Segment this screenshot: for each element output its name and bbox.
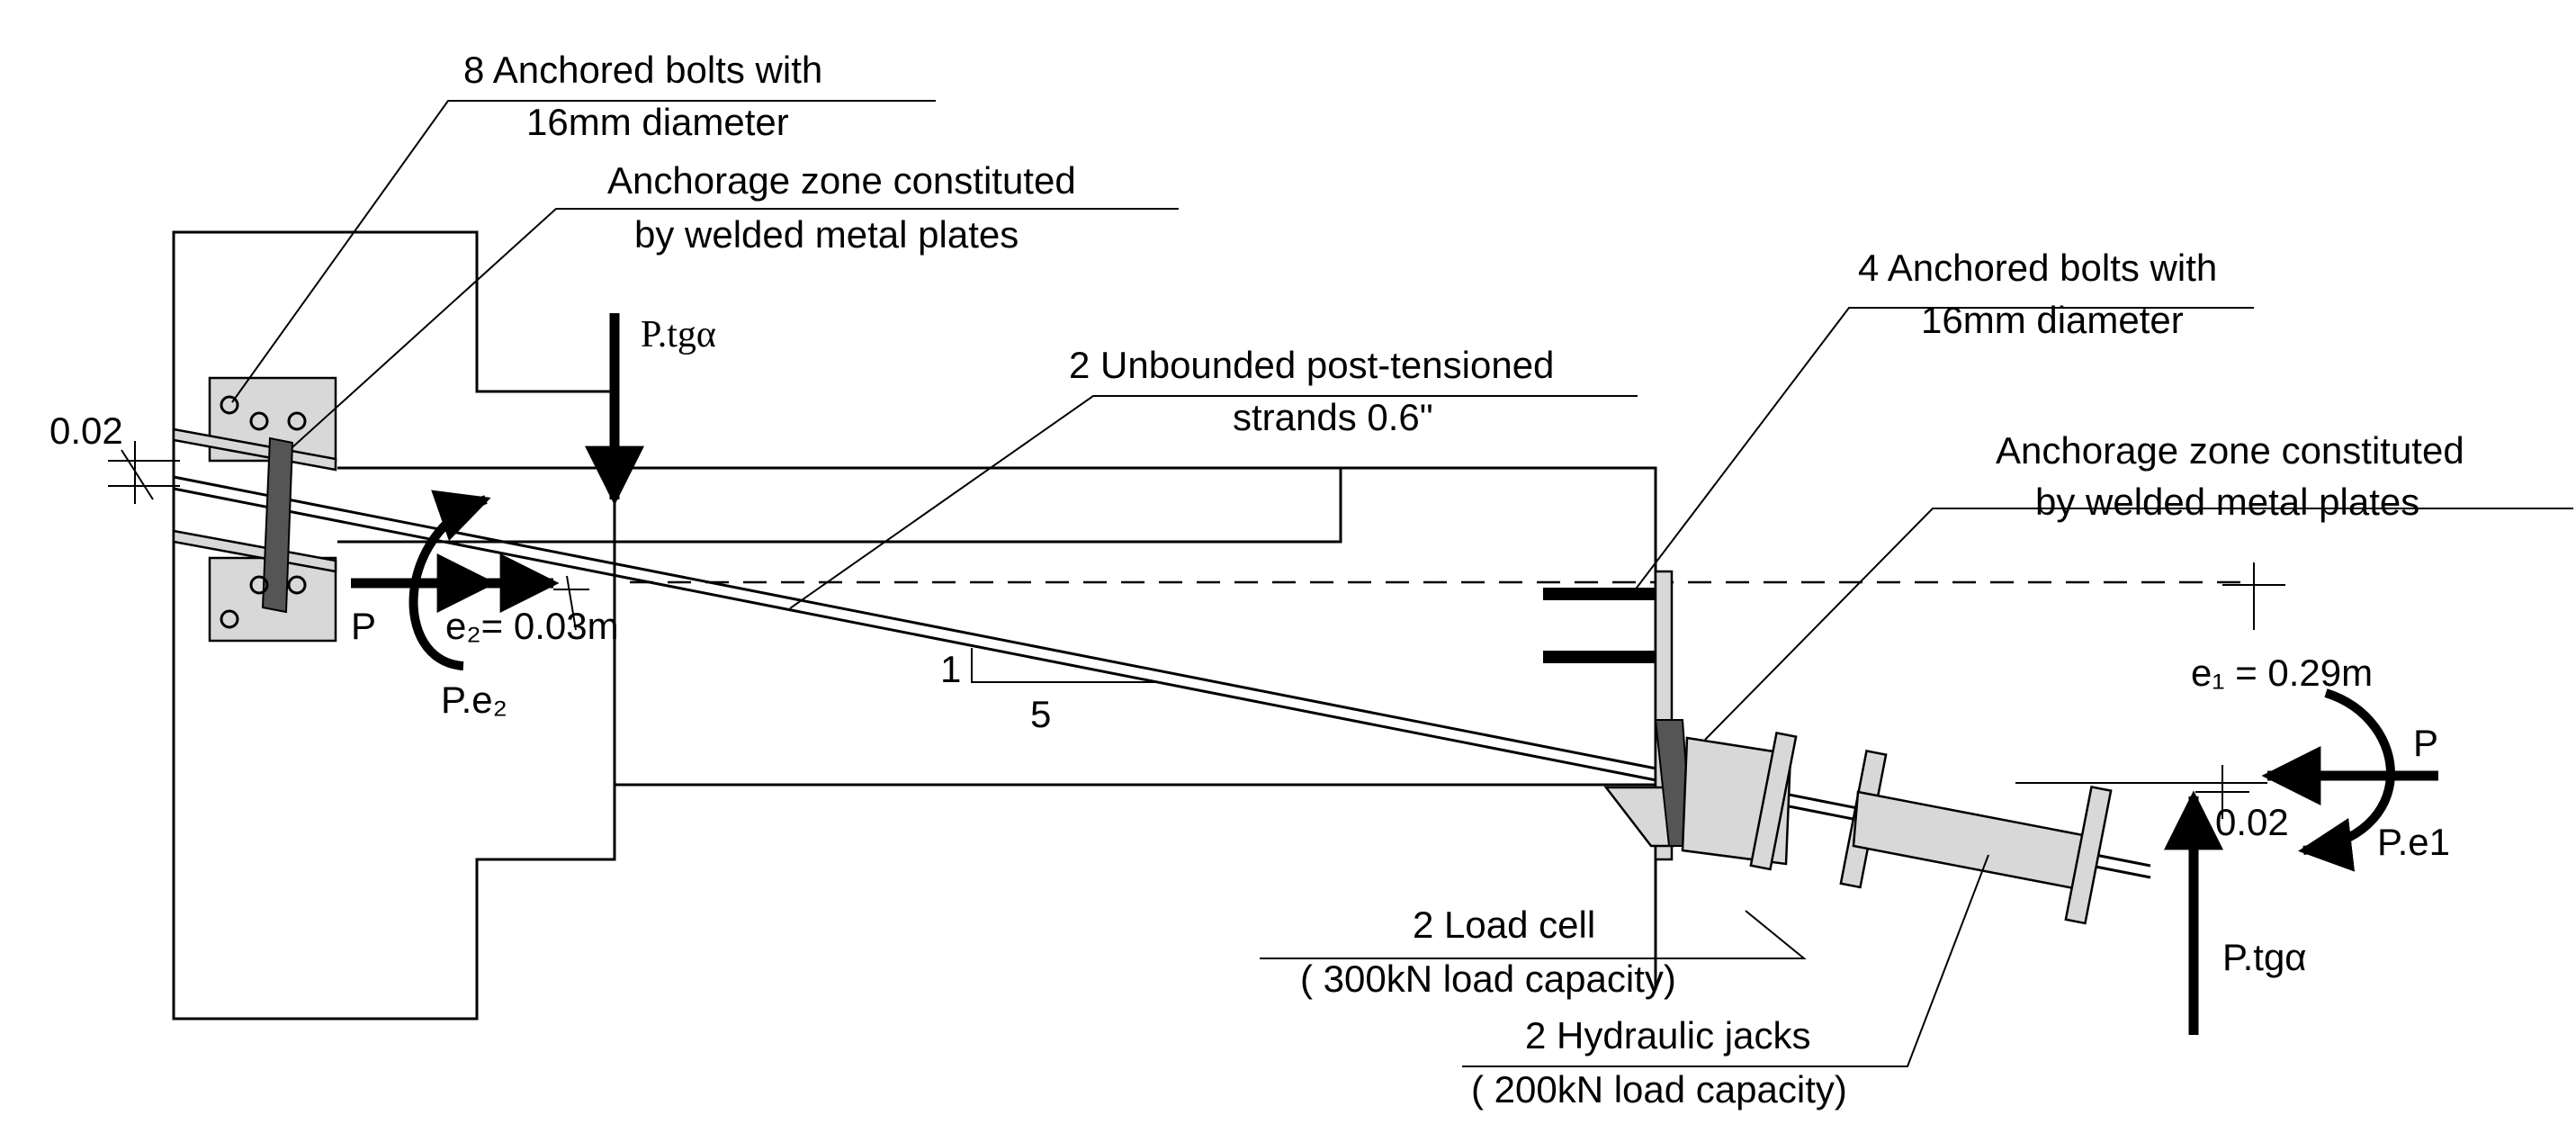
jacks-label-line1: 2 Hydraulic jacks: [1525, 1014, 1810, 1057]
right-moment-arrow: [2298, 688, 2395, 872]
right-anchorage-zone: [1543, 570, 2113, 925]
hydraulic-jack: [1852, 790, 2085, 891]
bolt-icon: [220, 395, 239, 415]
right-moment-label: P.e1: [2377, 821, 2450, 863]
left-anchorage-label-line1: Anchorage zone constituted: [607, 159, 1076, 202]
jack-end-plate: [2064, 786, 2113, 925]
load-cell-plate-1: [1749, 732, 1798, 871]
left-moment-arrow: [408, 490, 491, 670]
bolt-icon: [287, 575, 307, 595]
right-bolts-label-line1: 4 Anchored bolts with: [1858, 247, 2217, 289]
beam-flange-line: [337, 468, 1342, 544]
left-moment-label: P.e₂: [441, 679, 507, 721]
load-cell-label-line2: ( 300kN load capacity): [1300, 958, 1676, 1000]
load-cell-label-line1: 2 Load cell: [1413, 904, 1595, 946]
slope-rise-label: 1: [940, 648, 961, 690]
left-bolts-label-line1: 8 Anchored bolts with: [463, 49, 822, 91]
post-tensioned-strand: [173, 475, 2151, 868]
left-force-p-label: P: [351, 605, 376, 647]
bolt-icon: [220, 609, 239, 629]
right-vertical-force-label: P.tgα: [2222, 936, 2307, 978]
right-force-p-label: P: [2413, 722, 2438, 764]
bolt-icon: [287, 411, 307, 431]
left-eccentricity-label: e₂= 0.03m: [445, 605, 619, 647]
right-offset-label: 0.02: [2215, 801, 2289, 843]
bolt-icon: [249, 411, 269, 431]
left-bolts-label-line2: 16mm diameter: [526, 101, 789, 143]
right-eccentricity-label: e₁ = 0.29m: [2191, 652, 2373, 694]
reaction-column-outline: [172, 230, 616, 1021]
left-anchorage-zone: [172, 376, 337, 643]
bolt-icon: [249, 575, 269, 595]
strands-label-line1: 2 Unbounded post-tensioned: [1069, 344, 1554, 386]
slope-run-label: 5: [1030, 693, 1051, 735]
right-anchorage-label-line1: Anchorage zone constituted: [1996, 429, 2464, 472]
left-anchorage-label-line2: by welded metal plates: [634, 213, 1019, 256]
jacks-label-line2: ( 200kN load capacity): [1471, 1068, 1847, 1111]
right-bolts-label-line2: 16mm diameter: [1921, 299, 2184, 341]
left-vertical-force-label: P.tgα: [641, 314, 716, 355]
right-anchorage-label-line2: by welded metal plates: [2035, 481, 2419, 523]
left-offset-label: 0.02: [49, 409, 123, 452]
strands-label-line2: strands 0.6": [1233, 396, 1433, 438]
